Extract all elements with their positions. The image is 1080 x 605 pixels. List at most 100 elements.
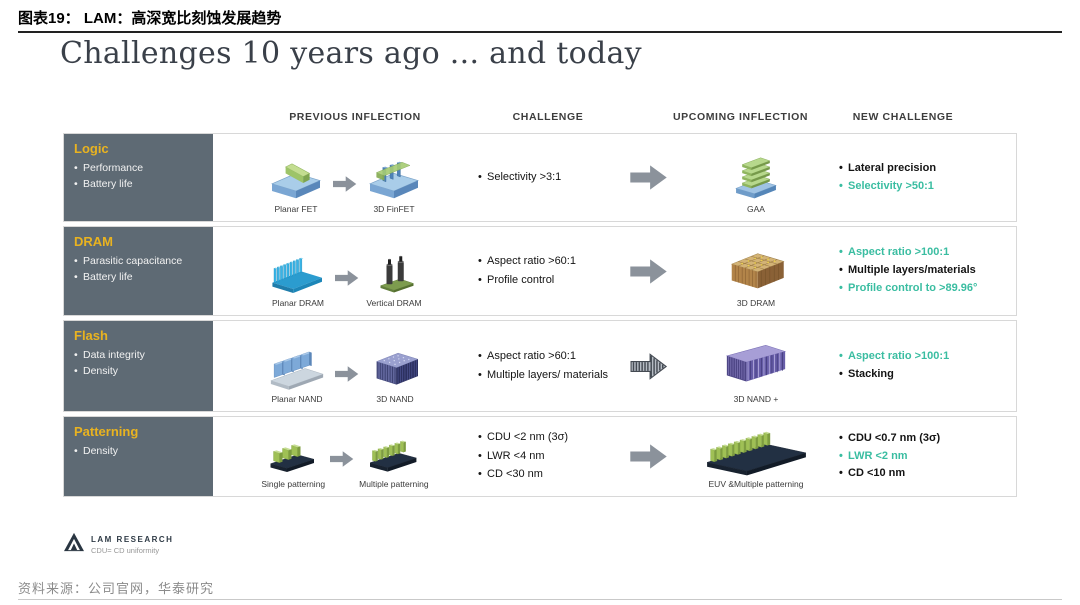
figure-planar-nand: Planar NAND bbox=[264, 344, 330, 404]
category-bullet: Performance bbox=[74, 160, 205, 177]
figure-label: Planar DRAM bbox=[272, 298, 324, 308]
upcoming-arrow-cell bbox=[626, 321, 672, 411]
figure-label: 3D FinFET bbox=[373, 204, 415, 214]
figure-label: GAA bbox=[747, 204, 765, 214]
table-row-dram: DRAM Parasitic capacitance Battery life … bbox=[63, 226, 1017, 316]
challenge-cell: CDU <2 nm (3σ) LWR <4 nm CD <30 nm bbox=[478, 417, 624, 496]
challenge-cell: Aspect ratio >60:1 Multiple layers/ mate… bbox=[478, 321, 624, 411]
figure-3d-finfet: 3D FinFET bbox=[362, 155, 426, 214]
planar-fet-icon bbox=[264, 155, 328, 203]
figure-label: Vertical DRAM bbox=[366, 298, 422, 308]
category-bullet: Battery life bbox=[74, 269, 205, 286]
challenge-cell: Aspect ratio >60:1 Profile control bbox=[478, 227, 624, 315]
new-challenge-item: Profile control to >89.96° bbox=[839, 282, 1017, 296]
column-header-upcoming-inflection: UPCOMING INFLECTION bbox=[672, 111, 809, 123]
new-challenge-cell: Aspect ratio >100:1 Multiple layers/mate… bbox=[839, 227, 1017, 315]
previous-inflection-cell: Planar FET 3D FinFET bbox=[216, 134, 474, 221]
upcoming-inflection-cell: GAA bbox=[676, 134, 836, 221]
figure-label: Planar FET bbox=[274, 204, 318, 214]
figure-label: 3D DRAM bbox=[736, 298, 776, 308]
previous-inflection-cell: Planar NAND 3D NAND bbox=[216, 321, 474, 411]
table-row-patterning: Patterning Density Single patterning Mul… bbox=[63, 416, 1017, 497]
new-challenge-item: Multiple layers/materials bbox=[839, 264, 1017, 278]
new-challenge-cell: Lateral precision Selectivity >50:1 bbox=[839, 134, 1017, 221]
category-title: Logic bbox=[74, 141, 109, 156]
slide-title: Challenges 10 years ago ... and today bbox=[60, 36, 642, 71]
figure-label: 3D NAND bbox=[376, 394, 414, 404]
new-challenge-item: Selectivity >50:1 bbox=[839, 180, 1017, 194]
new-challenge-item: Stacking bbox=[839, 368, 1017, 382]
upcoming-inflection-cell: 3D NAND + bbox=[676, 321, 836, 411]
arrow-right-icon bbox=[630, 441, 668, 472]
source-note: 资料来源：公司官网，华泰研究 bbox=[18, 581, 215, 596]
challenge-item: Aspect ratio >60:1 bbox=[478, 350, 624, 364]
category-bullet: Density bbox=[74, 363, 205, 380]
figure-label: 3D NAND + bbox=[733, 394, 779, 404]
table-row-flash: Flash Data integrity Density Planar NAND… bbox=[63, 320, 1017, 412]
arrow-right-icon bbox=[330, 449, 354, 469]
figure-3d-nand-plus: 3D NAND + bbox=[716, 340, 796, 404]
arrow-right-icon bbox=[630, 162, 668, 193]
upcoming-arrow-cell bbox=[626, 227, 672, 315]
logo-footnote: CDU= CD uniformity bbox=[91, 546, 160, 555]
previous-inflection-cell: Planar DRAM Vertical DRAM bbox=[216, 227, 474, 315]
new-challenge-item: Lateral precision bbox=[839, 162, 1017, 176]
category-bullet: Parasitic capacitance bbox=[74, 253, 205, 270]
bottom-divider bbox=[18, 599, 1062, 600]
challenge-item: Selectivity >3:1 bbox=[478, 171, 624, 185]
challenge-item: Aspect ratio >60:1 bbox=[478, 255, 624, 269]
planar-nand-icon bbox=[264, 344, 330, 393]
planar-dram-icon bbox=[266, 249, 330, 297]
arrow-right-icon bbox=[333, 174, 357, 194]
vertical-dram-icon bbox=[364, 252, 424, 297]
upcoming-inflection-cell: EUV &Multiple patterning bbox=[676, 417, 836, 496]
euv-patterning-icon bbox=[700, 426, 813, 478]
single-patterning-icon bbox=[263, 433, 323, 478]
lam-triangle-icon bbox=[63, 532, 85, 552]
figure-single-patterning: Single patterning bbox=[261, 433, 325, 489]
column-header-new-challenge: NEW CHALLENGE bbox=[852, 111, 954, 123]
arrow-right-icon bbox=[335, 364, 359, 384]
nand-3d-plus-icon bbox=[716, 340, 796, 393]
figure-3d-nand: 3D NAND bbox=[364, 347, 426, 404]
upcoming-arrow-cell bbox=[626, 417, 672, 496]
previous-inflection-cell: Single patterning Multiple patterning bbox=[216, 417, 474, 496]
figure-label: Planar NAND bbox=[271, 394, 323, 404]
gaa-icon bbox=[725, 157, 787, 203]
multiple-patterning-icon bbox=[362, 430, 426, 478]
row-label-patterning: Patterning Density bbox=[64, 417, 213, 496]
figure-label: Multiple patterning bbox=[359, 479, 429, 489]
challenge-item: CD <30 nm bbox=[478, 468, 624, 482]
challenge-item: Multiple layers/ materials bbox=[478, 369, 624, 383]
nand-3d-icon bbox=[364, 347, 426, 393]
figure-3d-dram: 3D DRAM bbox=[721, 245, 791, 308]
new-challenge-item: CD <10 nm bbox=[839, 467, 1017, 481]
category-bullet: Density bbox=[74, 443, 205, 460]
new-challenge-cell: CDU <0.7 nm (3σ) LWR <2 nm CD <10 nm bbox=[839, 417, 1017, 496]
category-bullet: Battery life bbox=[74, 176, 205, 193]
caption-divider bbox=[18, 31, 1062, 33]
arrow-right-icon bbox=[630, 256, 668, 287]
challenge-cell: Selectivity >3:1 bbox=[478, 134, 624, 221]
row-label-logic: Logic Performance Battery life bbox=[64, 134, 213, 221]
table-row-logic: Logic Performance Battery life Planar FE… bbox=[63, 133, 1017, 222]
arrow-right-icon bbox=[335, 268, 359, 288]
lam-research-logo: LAM RESEARCH CDU= CD uniformity bbox=[63, 532, 173, 555]
figure-label: Single patterning bbox=[261, 479, 326, 489]
figure-vertical-dram: Vertical DRAM bbox=[364, 252, 424, 308]
new-challenge-item: Aspect ratio >100:1 bbox=[839, 350, 1017, 364]
column-header-challenge: CHALLENGE bbox=[512, 111, 584, 123]
challenge-item: LWR <4 nm bbox=[478, 450, 624, 464]
upcoming-arrow-cell bbox=[626, 134, 672, 221]
figure-caption: 图表19： LAM：高深宽比刻蚀发展趋势 bbox=[18, 10, 282, 27]
striped-arrow-icon bbox=[630, 351, 668, 382]
new-challenge-item: CDU <0.7 nm (3σ) bbox=[839, 432, 1017, 446]
column-header-previous-inflection: PREVIOUS INFLECTION bbox=[289, 111, 421, 123]
category-title: DRAM bbox=[74, 234, 113, 249]
category-bullet: Data integrity bbox=[74, 347, 205, 364]
figure-planar-fet: Planar FET bbox=[264, 155, 328, 214]
figure-planar-dram: Planar DRAM bbox=[266, 249, 330, 308]
figure-euv-multiple-patterning: EUV &Multiple patterning bbox=[700, 426, 813, 489]
new-challenge-item: LWR <2 nm bbox=[839, 450, 1017, 464]
